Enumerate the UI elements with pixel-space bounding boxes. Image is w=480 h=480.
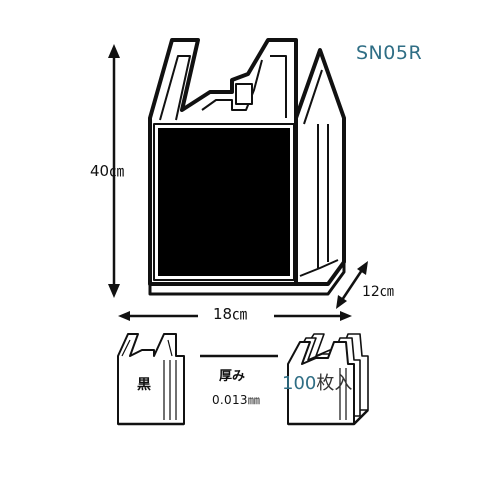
width-arrow-right-head xyxy=(340,311,352,321)
thickness-value: 0.013㎜ xyxy=(212,393,261,407)
height-dimension-label: 40㎝ xyxy=(90,162,125,180)
width-dimension-label: 18㎝ xyxy=(213,305,248,323)
depth-dimension-label: 12㎝ xyxy=(362,284,394,300)
product-code: SN05R xyxy=(356,42,423,64)
shopping-bag-icon xyxy=(148,38,346,296)
thickness-title: 厚み xyxy=(219,369,246,384)
small-bag-icon xyxy=(117,333,185,426)
bag-stack-icon xyxy=(287,333,369,426)
color-label: 黒 xyxy=(137,377,151,393)
width-arrow-left-head xyxy=(118,311,130,321)
count-label: 100枚入 xyxy=(282,375,352,393)
count-number: 100 xyxy=(282,373,317,394)
count-unit: 枚入 xyxy=(316,373,353,394)
depth-arrow-high-head xyxy=(357,261,368,275)
depth-arrow xyxy=(340,269,364,301)
height-arrow-top-head xyxy=(108,44,120,58)
height-arrow-bottom-head xyxy=(108,284,120,298)
depth-arrow-low-head xyxy=(336,295,347,309)
